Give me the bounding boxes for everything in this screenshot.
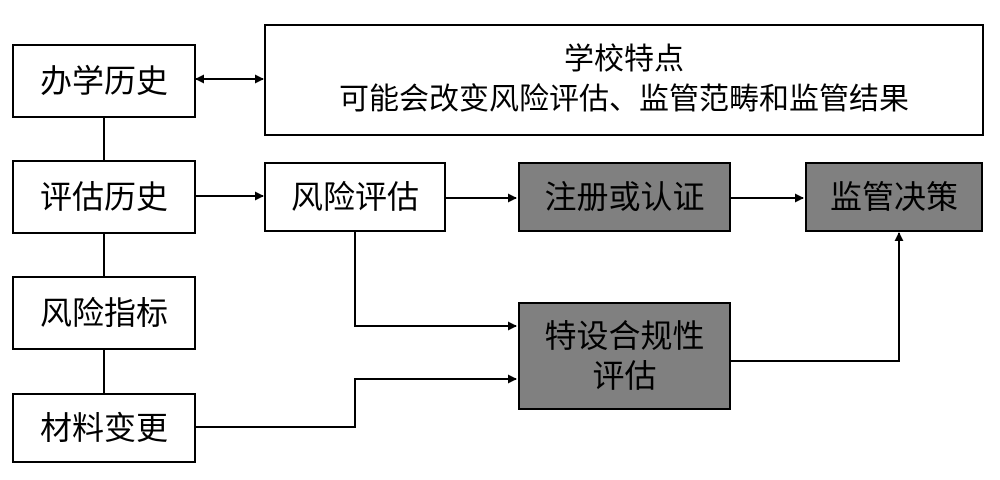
school-features-title: 学校特点 xyxy=(564,42,684,77)
school-history-box: 办学历史 xyxy=(12,44,196,118)
decision-box: 监管决策 xyxy=(805,162,983,232)
special-compliance-line1: 特设合规性 xyxy=(544,317,705,355)
risk-assessment-box: 风险评估 xyxy=(264,162,446,232)
risk-indicator-box: 风险指标 xyxy=(12,276,196,350)
school-features-desc: 可能会改变风险评估、监管范畴和监管结果 xyxy=(339,82,909,117)
registration-label: 注册或认证 xyxy=(544,178,705,216)
material-compliance-arrow xyxy=(196,374,517,428)
school-history-label: 办学历史 xyxy=(39,62,168,100)
risk-indicator-label: 风险指标 xyxy=(39,294,168,332)
school-features-box: 学校特点 可能会改变风险评估、监管范畴和监管结果 xyxy=(264,24,984,136)
risk-assessment-label: 风险评估 xyxy=(290,178,419,216)
special-compliance-line2: 评估 xyxy=(592,357,657,395)
registration-box: 注册或认证 xyxy=(518,162,731,232)
special-compliance-box: 特设合规性 评估 xyxy=(518,302,731,410)
eval-history-box: 评估历史 xyxy=(12,160,196,234)
risk-compliance-arrow xyxy=(354,231,517,331)
material-change-label: 材料变更 xyxy=(39,409,168,447)
decision-label: 监管决策 xyxy=(829,178,958,216)
material-change-box: 材料变更 xyxy=(12,393,196,463)
compliance-decision-arrow xyxy=(731,232,904,362)
eval-history-label: 评估历史 xyxy=(39,178,168,216)
